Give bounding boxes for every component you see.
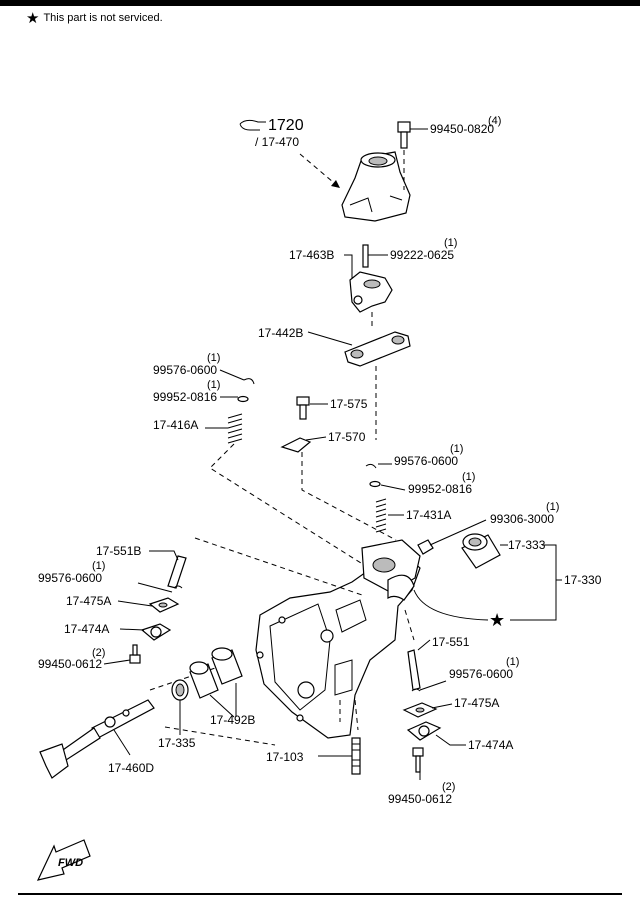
callout-qty: (1) [207, 379, 220, 391]
callout-17-463B[interactable]: 17-463B [289, 248, 334, 262]
arrowhead [331, 180, 340, 188]
bottom-rule [18, 893, 622, 895]
top-rule [0, 0, 640, 6]
reference-section[interactable]: 1720 [268, 117, 304, 134]
callout-qty: (4) [488, 115, 501, 127]
callout-99450-0612[interactable]: 99450-0612 [38, 657, 102, 671]
callout-99952-0816[interactable]: 99952-0816 [408, 482, 472, 496]
callout-99576-0600[interactable]: 99576-0600 [153, 363, 217, 377]
callout-17-551[interactable]: 17-551 [432, 635, 470, 649]
callout-17-551B[interactable]: 17-551B [96, 544, 141, 558]
extension-housing [341, 151, 411, 222]
callout-17-475A[interactable]: 17-475A [66, 594, 111, 608]
bolt-99450-0612-left [129, 644, 141, 664]
callout-qty: (1) [546, 501, 559, 513]
not-serviced-note: ★ This part is not serviced. [26, 9, 163, 27]
callout-99450-0820[interactable]: 99450-0820 [430, 122, 494, 136]
fwd-label: FWD [58, 857, 83, 869]
note-text: This part is not serviced. [43, 12, 163, 24]
callout-17-460D[interactable]: 17-460D [108, 761, 154, 775]
washer-right [369, 480, 381, 488]
bolt-17-575 [296, 396, 310, 420]
pointing-hand-icon [239, 119, 266, 131]
callout-17-570[interactable]: 17-570 [328, 430, 366, 444]
pin-17-551B [167, 555, 187, 589]
callout-17-492B[interactable]: 17-492B [210, 713, 255, 727]
callout-17-335[interactable]: 17-335 [158, 736, 196, 750]
callout-qty: (1) [462, 471, 475, 483]
callout-99576-0600[interactable]: 99576-0600 [38, 571, 102, 585]
callout-qty: (1) [207, 352, 220, 364]
callout-17-431A[interactable]: 17-431A [406, 508, 451, 522]
cover-17-475A-left [148, 597, 180, 613]
transmission-case [255, 539, 421, 739]
callout-17-103[interactable]: 17-103 [266, 750, 304, 764]
callout-99222-0625[interactable]: 99222-0625 [390, 248, 454, 262]
callout-99576-0600[interactable]: 99576-0600 [394, 454, 458, 468]
plate-17-570 [280, 437, 312, 453]
callout-qty: (1) [450, 443, 463, 455]
clip-left-lower [173, 585, 183, 589]
callout-99450-0612[interactable]: 99450-0612 [388, 792, 452, 806]
callout-17-416A[interactable]: 17-416A [153, 418, 198, 432]
shift-rod-17-460D [39, 699, 155, 779]
clip-right [365, 463, 377, 469]
callout-qty: (2) [92, 647, 105, 659]
callout-17-330[interactable]: 17-330 [564, 573, 602, 587]
fwd-arrow-icon: FWD [36, 839, 91, 881]
bushing-17-492B-b [211, 647, 243, 685]
plate-17-474A-right [406, 721, 442, 741]
spring-17-431A [375, 498, 387, 533]
star-icon: ★ [26, 9, 40, 27]
reference-group[interactable]: 1720 / 17-470 [239, 117, 304, 149]
clip-right-lower [411, 688, 421, 692]
callout-qty: (1) [92, 560, 105, 572]
callout-qty: (1) [506, 656, 519, 668]
not-serviced-star: ★ [489, 610, 505, 630]
callout-qty: (2) [442, 781, 455, 793]
washer-left [237, 395, 249, 403]
bolt-99450-0820 [397, 121, 411, 149]
gasket-17-442B [344, 331, 411, 367]
clip-left [243, 378, 255, 385]
pin-99222-0625 [362, 244, 369, 268]
reference-subref: / 17-470 [255, 135, 299, 149]
seal-99306-3000 [417, 539, 434, 555]
stud-17-103 [351, 737, 361, 775]
oil-seal-17-335 [171, 679, 189, 701]
callout-qty: (1) [444, 237, 457, 249]
pin-17-551 [407, 649, 421, 691]
plate-17-474A-left [140, 623, 172, 641]
shift-lever-17-463B [349, 271, 393, 313]
callout-17-474A[interactable]: 17-474A [468, 738, 513, 752]
callout-99576-0600[interactable]: 99576-0600 [449, 667, 513, 681]
bolt-99450-0612-right [412, 747, 424, 773]
bushing-17-492B-a [189, 661, 219, 699]
spring-17-416A [227, 413, 243, 444]
cover-17-475A-right [402, 702, 438, 718]
callout-17-475A[interactable]: 17-475A [454, 696, 499, 710]
callout-99952-0816[interactable]: 99952-0816 [153, 390, 217, 404]
callout-17-474A[interactable]: 17-474A [64, 622, 109, 636]
bushing-17-333 [461, 533, 501, 569]
callout-17-442B[interactable]: 17-442B [258, 326, 303, 340]
callout-17-575[interactable]: 17-575 [330, 397, 368, 411]
callout-99306-3000[interactable]: 99306-3000 [490, 512, 554, 526]
callout-17-333[interactable]: 17-333 [508, 538, 546, 552]
